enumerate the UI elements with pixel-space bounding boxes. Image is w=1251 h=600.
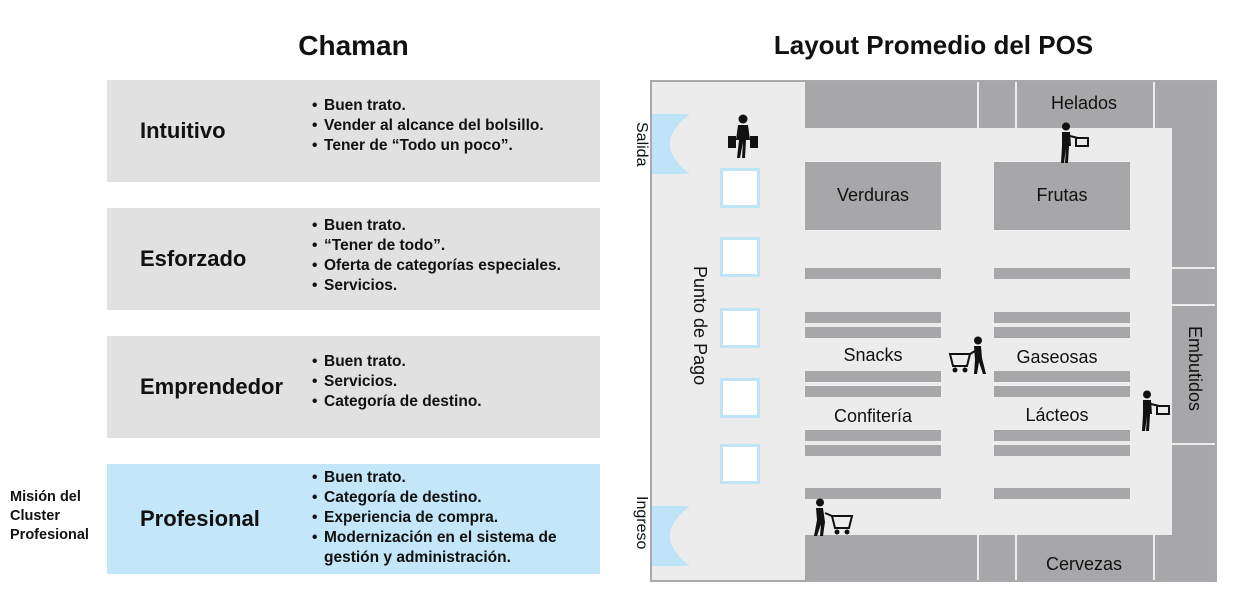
verduras-block <box>805 162 941 230</box>
bullet: Buen trato. <box>312 468 592 488</box>
confiteria-label: Confitería <box>833 406 913 426</box>
shelf <box>805 327 941 338</box>
profile-bullets: Buen trato. Categoría de destino. Experi… <box>312 468 592 568</box>
profile-bullets: Buen trato. “Tener de todo”. Oferta de c… <box>312 216 592 296</box>
bullet: Tener de “Todo un poco”. <box>312 136 592 156</box>
lacteos-label: Lácteos <box>1025 405 1089 425</box>
bullet: “Tener de todo”. <box>312 236 592 256</box>
embutidos-label: Embutidos <box>1185 326 1205 412</box>
bullet: Vender al alcance del bolsillo. <box>312 116 592 136</box>
shopper-with-cart-icon <box>814 498 854 536</box>
entrance-label: Ingreso <box>633 496 650 550</box>
checkout-counter <box>720 444 760 484</box>
profile-esforzado: Esforzado Buen trato. “Tener de todo”. O… <box>107 208 600 310</box>
bullet: Modernización en el sistema de gestión y… <box>312 528 592 568</box>
profile-bullets: Buen trato. Vender al alcance del bolsil… <box>312 96 592 156</box>
checkout-label: Punto de Pago <box>690 266 710 386</box>
profile-intuitivo: Intuitivo Buen trato. Vender al alcance … <box>107 80 600 182</box>
checkout-counter <box>720 168 760 208</box>
checkout-counter <box>720 378 760 418</box>
divider <box>1153 82 1155 128</box>
divider <box>1015 535 1017 580</box>
shelf <box>994 488 1130 499</box>
bullet: Categoría de destino. <box>312 392 592 412</box>
divider <box>1015 82 1017 128</box>
store-layout: Helados Embutidos Cervezas Verduras Frut… <box>633 80 1217 582</box>
checkout-counter <box>720 237 760 277</box>
shelf <box>994 430 1130 441</box>
profile-bullets: Buen trato. Servicios. Categoría de dest… <box>312 352 592 412</box>
bullet: Oferta de categorías especiales. <box>312 256 592 276</box>
shelf <box>805 268 941 279</box>
divider <box>1172 304 1215 306</box>
shelf <box>994 327 1130 338</box>
shelf <box>805 312 941 323</box>
helados-band <box>805 82 1215 128</box>
divider <box>1172 443 1215 445</box>
checkout-counter <box>720 308 760 348</box>
profile-name: Esforzado <box>140 246 247 271</box>
shopper-with-basket-icon <box>1142 390 1170 431</box>
bullet: Categoría de destino. <box>312 488 592 508</box>
chaman-title: Chaman <box>298 30 409 61</box>
shelf <box>805 386 941 397</box>
divider <box>977 535 979 580</box>
gaseosas-label: Gaseosas <box>1016 347 1098 367</box>
bullet: Experiencia de compra. <box>312 508 592 528</box>
exit-label: Salida <box>633 122 650 167</box>
cervezas-label: Cervezas <box>1045 554 1123 574</box>
profile-emprendedor: Emprendedor Buen trato. Servicios. Categ… <box>107 336 600 438</box>
profile-name: Emprendedor <box>140 374 284 399</box>
entrance-door-icon <box>652 506 690 566</box>
frutas-block <box>994 162 1130 230</box>
profile-name: Intuitivo <box>140 118 226 143</box>
bullet: Servicios. <box>312 276 592 296</box>
verduras-label: Verduras <box>836 185 910 205</box>
helados-label: Helados <box>1050 93 1118 113</box>
shelf <box>994 371 1130 382</box>
snacks-label: Snacks <box>843 345 903 365</box>
divider <box>977 82 979 128</box>
exit-door-icon <box>652 114 690 174</box>
embutidos-band <box>1172 128 1215 535</box>
profile-name: Profesional <box>140 506 260 531</box>
bullet: Buen trato. <box>312 216 592 236</box>
divider <box>1153 535 1155 580</box>
shelf <box>805 488 941 499</box>
shelf <box>805 430 941 441</box>
shelf <box>994 386 1130 397</box>
shelf <box>994 268 1130 279</box>
shopper-with-bags-icon <box>728 114 758 158</box>
frutas-label: Frutas <box>1036 185 1088 205</box>
shelf <box>805 371 941 382</box>
shelf <box>994 445 1130 456</box>
bullet: Servicios. <box>312 372 592 392</box>
shelf <box>805 445 941 456</box>
shelf <box>994 312 1130 323</box>
mission-label: Misión del Cluster Profesional <box>10 489 89 543</box>
profile-profesional: Profesional Buen trato. Categoría de des… <box>107 464 600 574</box>
bullet: Buen trato. <box>312 352 592 372</box>
bullet: Buen trato. <box>312 96 592 116</box>
cervezas-band <box>805 535 1215 580</box>
shopper-with-basket-icon <box>1061 122 1089 163</box>
shopper-with-cart-icon <box>948 336 986 374</box>
layout-title: Layout Promedio del POS <box>773 30 1094 60</box>
divider <box>1172 267 1215 269</box>
